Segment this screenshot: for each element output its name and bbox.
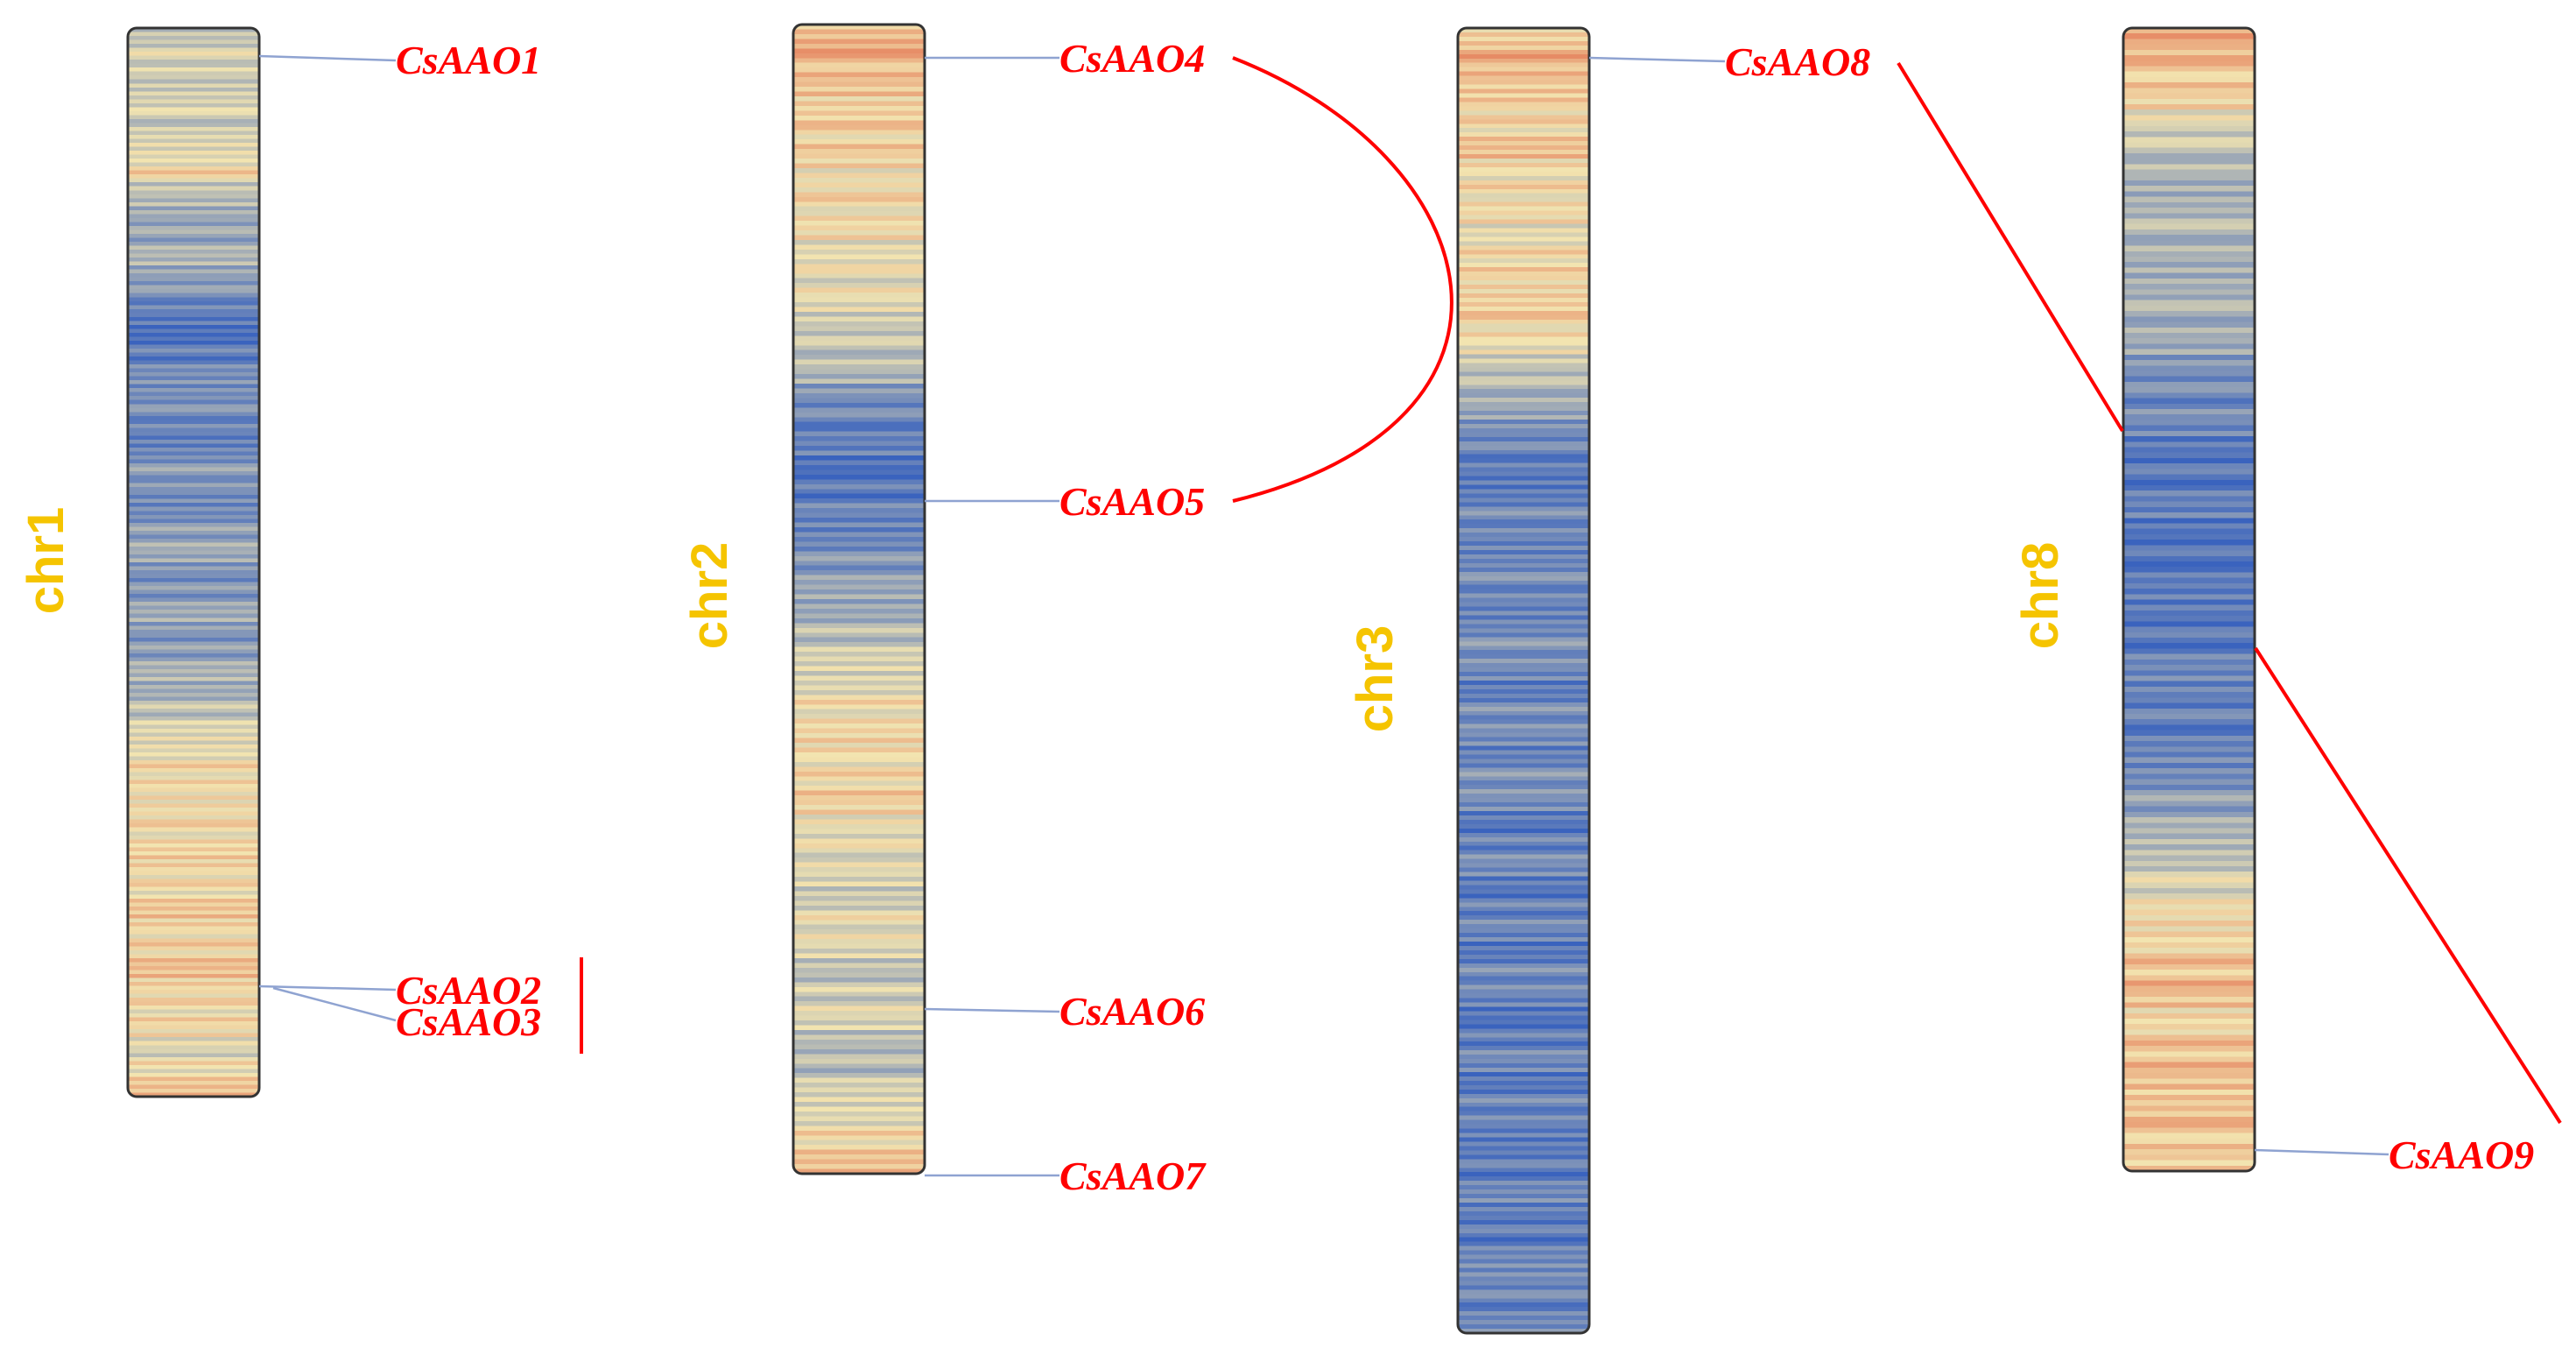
gene-label-csaao2: CsAAO2	[396, 968, 541, 1013]
gene-label-csaao7: CsAAO7	[1059, 1154, 1207, 1198]
chromosome-chr2: chr2	[681, 23, 926, 1175]
segmental-duplication-link-csaao8-csaao9	[1897, 61, 2124, 433]
connector-csaao1	[258, 54, 397, 62]
chromosome-label-chr8: chr8	[2012, 542, 2069, 650]
gene-connectors	[258, 54, 2389, 1177]
chromosome-chr1: chr1	[18, 26, 261, 1098]
connector-csaao2	[258, 984, 397, 992]
chromosome-bar-chr8	[2122, 26, 2256, 1173]
duplication-links	[580, 56, 2562, 1125]
gene-label-csaao8: CsAAO8	[1725, 39, 1870, 84]
chromosome-bar-chr2	[792, 23, 926, 1175]
segmental-duplication-link-csaao4-csaao5	[1232, 56, 1453, 503]
gene-label-csaao6: CsAAO6	[1059, 989, 1205, 1034]
connector-csaao3	[272, 986, 397, 1022]
connector-csaao9	[2254, 1148, 2389, 1156]
chromosome-chr8: chr8	[2012, 26, 2256, 1173]
gene-label-csaao1: CsAAO1	[396, 38, 541, 82]
chromosome-bar-chr3	[1456, 26, 1591, 1335]
connector-csaao6	[924, 1007, 1060, 1013]
chromosome-label-chr1: chr1	[18, 507, 74, 615]
gene-label-csaao9: CsAAO9	[2389, 1133, 2534, 1177]
chromosome-label-chr3: chr3	[1347, 625, 1404, 733]
chromosome-bar-chr1	[126, 26, 261, 1098]
chromosome-chr3: chr3	[1347, 26, 1591, 1335]
segmental-duplication-link-csaao8-csaao9-lower	[2254, 646, 2562, 1125]
gene-label-csaao5: CsAAO5	[1059, 479, 1205, 524]
gene-labels: CsAAO1 CsAAO2 CsAAO3 CsAAO4 CsAAO5 CsAAO…	[396, 36, 2534, 1198]
gene-label-csaao4: CsAAO4	[1059, 36, 1205, 81]
connector-csaao8	[1588, 56, 1726, 63]
gene-label-csaao3: CsAAO3	[396, 999, 541, 1044]
chromosome-label-chr2: chr2	[681, 542, 738, 650]
